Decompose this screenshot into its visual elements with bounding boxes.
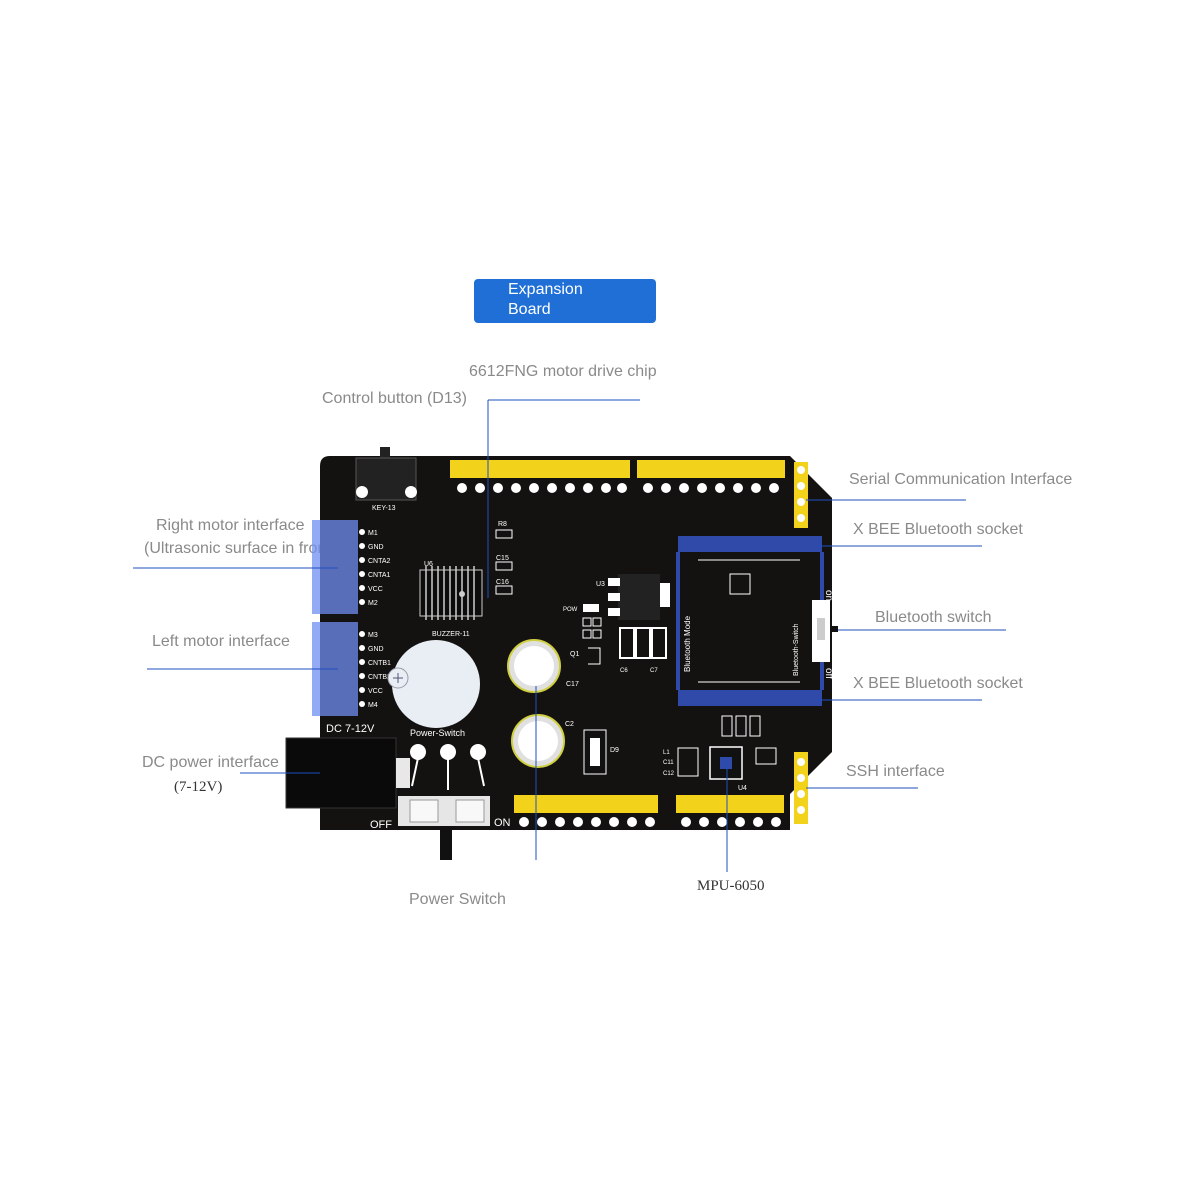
capacitor-c17	[507, 639, 561, 693]
dc-silk-label: DC 7-12V	[326, 723, 375, 735]
u6-label: U6	[424, 561, 433, 568]
pin-label: M1	[368, 530, 378, 537]
pin-label: CNTB1	[368, 660, 391, 667]
power-led-area	[582, 604, 602, 665]
label-xbee-top: X BEE Bluetooth socket	[853, 521, 1023, 538]
pin-label: CNTB2	[368, 674, 391, 681]
c17-label: C17	[566, 681, 579, 688]
q1-label: Q1	[570, 651, 579, 658]
smd-components: R8 C15 C16	[495, 521, 513, 595]
c2-label: C2	[565, 721, 574, 728]
ssh-pins	[794, 752, 808, 824]
leader-lines	[133, 399, 1006, 872]
label-mpu: MPU-6050	[697, 878, 765, 894]
c15-label: C15	[496, 555, 509, 562]
label-ssh: SSH interface	[846, 763, 945, 780]
right-motor-pins: M1 GND CNTA2 CNTA1 VCC M2	[359, 529, 391, 607]
left-motor-pins: M3 GND CNTB1 CNTB2 VCC M4	[359, 631, 391, 709]
label-right-motor-2: (Ultrasonic surface in front)	[144, 540, 337, 557]
bt-switch-label: Bluetooth-Switch	[793, 623, 800, 676]
diode-d9	[583, 729, 607, 775]
pin-label: M3	[368, 632, 378, 639]
on-label-bottom: ON	[494, 817, 511, 829]
expansion-board-title: Expansion Board	[474, 279, 656, 323]
analog-header-bottom	[514, 795, 784, 827]
u4-label: U4	[738, 785, 747, 792]
serial-pins	[794, 462, 808, 528]
l1-label: L1	[663, 750, 670, 756]
pin-label: VCC	[368, 586, 383, 593]
title-line-2: Board	[508, 301, 551, 318]
power-switch[interactable]	[398, 744, 490, 860]
bluetooth-mode-label: Bluetooth Mode	[683, 615, 692, 672]
off-label-right: off	[823, 668, 834, 679]
leader-motor-chip	[487, 399, 640, 598]
buzzer	[387, 640, 480, 728]
right-motor-connector	[312, 520, 358, 614]
pin-label: CNTA1	[368, 572, 391, 579]
pow-label: POW	[563, 607, 578, 613]
buzzer-label: BUZZER-11	[432, 631, 470, 638]
label-control-button: Control button (D13)	[322, 390, 467, 407]
c6-label: C6	[620, 668, 628, 674]
off-label-bottom: OFF	[370, 819, 392, 831]
label-dc-power-1: DC power interface	[142, 754, 279, 771]
pin-label: VCC	[368, 688, 383, 695]
c16-label: C16	[496, 579, 509, 586]
key-label: KEY-13	[372, 505, 396, 512]
motor-driver-chip	[419, 566, 483, 620]
on-label-right: on	[823, 590, 834, 601]
label-dc-power-2: (7-12V)	[174, 779, 223, 795]
pin-label: M2	[368, 600, 378, 607]
c11-label: C11	[663, 760, 674, 766]
mpu-chip	[677, 715, 777, 780]
bluetooth-switch[interactable]	[812, 600, 838, 662]
caps-c6-c7	[619, 627, 667, 659]
c12-label: C12	[663, 771, 675, 777]
label-right-motor-1: Right motor interface	[156, 517, 305, 534]
label-power-switch: Power Switch	[409, 891, 506, 908]
control-button[interactable]	[355, 447, 417, 501]
c7-label: C7	[650, 668, 658, 674]
label-motor-chip: 6612FNG motor drive chip	[469, 363, 657, 380]
capacitor-c2	[511, 714, 565, 768]
digital-header-top	[450, 460, 785, 493]
pin-label: GND	[368, 544, 384, 551]
power-switch-silk: Power-Switch	[410, 728, 465, 738]
pin-label: CNTA2	[368, 558, 391, 565]
label-bluetooth-switch: Bluetooth switch	[875, 609, 992, 626]
pin-label: GND	[368, 646, 384, 653]
label-serial: Serial Communication Interface	[849, 471, 1073, 488]
title-line-1: Expansion	[508, 281, 583, 298]
voltage-regulator	[608, 574, 670, 620]
label-xbee-bottom: X BEE Bluetooth socket	[853, 675, 1023, 692]
d9-label: D9	[610, 747, 619, 754]
label-left-motor: Left motor interface	[152, 633, 290, 650]
u3-label: U3	[596, 581, 605, 588]
pin-label: M4	[368, 702, 378, 709]
r8-label: R8	[498, 521, 507, 528]
